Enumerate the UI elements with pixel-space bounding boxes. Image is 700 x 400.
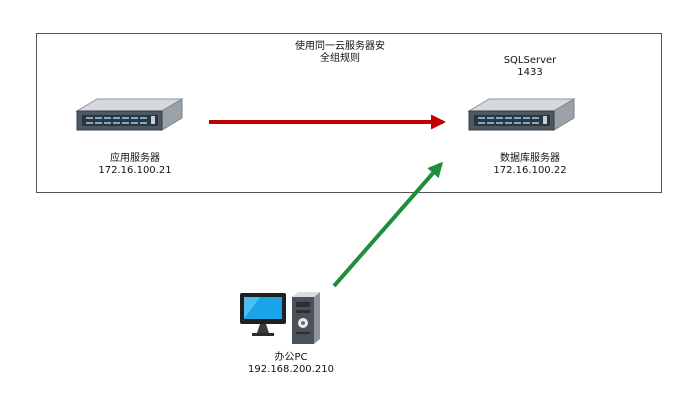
office-pc-ip: 192.168.200.210 (248, 364, 334, 375)
app-server-ip: 172.16.100.21 (98, 165, 172, 176)
server-icon (467, 98, 576, 131)
pc-to-db-arrow (332, 161, 444, 288)
db-server-node (466, 92, 578, 148)
office-pc-label: 办公PC 192.168.200.210 (231, 352, 351, 376)
app-server-node (74, 92, 186, 148)
db-server-name: 数据库服务器 (500, 153, 560, 164)
sql-service-port: 1433 (517, 67, 543, 78)
desktop-computer-icon (240, 292, 320, 344)
app-server-name: 应用服务器 (110, 153, 160, 164)
server-icon (75, 98, 184, 131)
security-group-label-line-2: 全组规则 (320, 53, 360, 64)
office-pc-name: 办公PC (274, 352, 308, 363)
security-group-box (36, 33, 662, 193)
sql-service-name: SQLServer (503, 55, 557, 66)
app-server-label: 应用服务器 172.16.100.21 (80, 153, 190, 177)
security-group-label-line-1: 使用同一云服务器安 (295, 41, 385, 52)
db-server-ip: 172.16.100.22 (493, 165, 567, 176)
security-group-label: 使用同一云服务器安 全组规则 (270, 41, 410, 65)
sql-service-label: SQLServer 1433 (470, 55, 590, 79)
office-pc-node (236, 287, 332, 349)
db-server-label: 数据库服务器 172.16.100.22 (470, 153, 590, 177)
